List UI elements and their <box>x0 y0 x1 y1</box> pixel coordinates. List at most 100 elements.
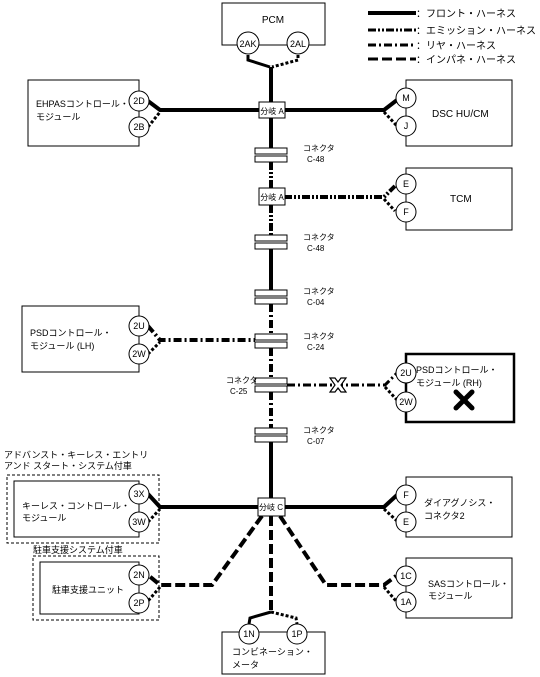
keyless-module: キーレス・コントロール・ モジュール 3X 3W <box>13 480 150 538</box>
sas-pin-1c-label: 1C <box>400 571 412 581</box>
wire-psdlh-2w <box>146 340 162 356</box>
wire-parking-2n <box>146 514 264 587</box>
wire-combo-1n <box>247 610 272 625</box>
sas-pin-1a <box>395 591 417 613</box>
connector-c07-label-2: C-07 <box>307 437 325 446</box>
psd-rh-label-1: PSDコントロール・ <box>416 365 498 375</box>
splice-c: 分岐 C <box>257 497 286 517</box>
wire-sas-1a <box>382 586 398 602</box>
psd-lh-pin-2w <box>128 343 150 365</box>
psd-rh-pin-2u-label: 2U <box>400 368 412 378</box>
combo-pin-1n <box>238 623 260 645</box>
diag-module: ダイアグノシス・ コネクタ2 F E <box>395 476 513 538</box>
psd-lh-label-1: PSDコントロール・ <box>30 328 112 338</box>
wire-ehpas-2b <box>146 111 162 128</box>
ehpas-module: EHPASコントロール・ モジュール 2D 2B <box>27 79 150 147</box>
keyless-pin-3x-label: 3X <box>133 489 144 499</box>
wire-diag-f <box>284 493 399 509</box>
psd-lh-pin-2u-label: 2U <box>133 321 145 331</box>
sas-module: SASコントロール・ モジュール 1C 1A <box>395 557 513 619</box>
wire-pcm-2ak <box>246 55 271 69</box>
wire-psdrh-2u <box>287 371 399 387</box>
tcm-label: TCM <box>450 194 472 205</box>
parking-pin-2p-label: 2P <box>133 598 144 608</box>
pcm-label: PCM <box>262 15 284 26</box>
combo-pin-1p-label: 1P <box>291 629 302 639</box>
wire-sas-1c <box>278 514 398 587</box>
connector-c48b: コネクタ C-48 <box>254 233 335 253</box>
psd-rh-pin-2w <box>395 391 417 413</box>
combo-pin-1n-label: 1N <box>243 629 255 639</box>
parking-pin-2n-label: 2N <box>133 570 145 580</box>
wire-diag-e <box>382 507 399 523</box>
splice-a2-label: 分岐 A <box>260 192 284 202</box>
tcm-pin-f-label: F <box>403 207 409 217</box>
legend: ：フロント・ハーネス ：エミッション・ハーネス ：リヤ・ハーネス ：インパネ・ハ… <box>368 8 536 66</box>
parking-pin-2n <box>128 564 150 586</box>
ehpas-pin-2d <box>128 90 150 112</box>
wire-ehpas-2d <box>146 99 260 112</box>
connector-c04-label-2: C-04 <box>307 298 325 307</box>
psd-lh-pin-2u <box>128 315 150 337</box>
tcm-pin-e-label: E <box>403 179 409 189</box>
keyless-group-label-2: アンド スタート・システム付車 <box>4 460 132 471</box>
wire-psdlh-2u <box>146 324 255 342</box>
diag-pin-f <box>395 484 417 506</box>
psd-lh-label-2: モジュール (LH) <box>30 341 94 351</box>
keyless-pin-3w <box>128 511 150 533</box>
pcm-module: PCM 2AK 2AL <box>221 2 326 55</box>
keyless-label-2: モジュール <box>22 513 66 523</box>
diag-label-1: ダイアグノシス・ <box>424 497 495 508</box>
psd-rh-pin-2u <box>395 362 417 384</box>
psd-rh-pin-2w-label: 2W <box>399 397 413 407</box>
dsc-pin-m <box>395 87 417 109</box>
keyless-pin-3w-label: 3W <box>132 517 146 527</box>
connector-c24-label-1: コネクタ <box>303 332 335 341</box>
pcm-pin-2al <box>286 31 310 55</box>
parking-label: 駐車支援ユニット <box>52 584 124 595</box>
wire-psdrh-2w <box>383 385 399 402</box>
splice-c-label: 分岐 C <box>259 502 283 512</box>
harness-wires <box>146 55 399 625</box>
psd-lh-pin-2w-label: 2W <box>132 349 146 359</box>
dsc-pin-j-label: J <box>404 121 409 131</box>
keyless-group-label-1: アドバンスト・キーレス・エントリ <box>4 450 148 460</box>
connector-c48a: コネクタ C-48 <box>254 144 335 164</box>
psd-lh-module: PSDコントロール・ モジュール (LH) 2U 2W <box>21 305 150 373</box>
diag-pin-e <box>395 511 417 533</box>
connector-c48a-label-1: コネクタ <box>303 144 335 153</box>
dsc-label: DSC HU/CM <box>432 109 489 120</box>
combo-meter-module: コンビネーション・ メータ 1N 1P <box>221 623 326 675</box>
legend-instpanel-label: ：インパネ・ハーネス <box>416 54 516 66</box>
connector-c25: コネクタ C-25 <box>226 376 288 396</box>
open-circuit-icon <box>328 377 348 393</box>
parking-group-label: 駐車支援システム付車 <box>33 544 123 555</box>
sas-label-1: SASコントロール・ <box>428 579 509 589</box>
connector-c04-label-1: コネクタ <box>303 287 335 296</box>
legend-rear-label: ：リヤ・ハーネス <box>416 40 496 52</box>
dsc-pin-m-label: M <box>402 93 410 103</box>
keyless-pin-3x <box>128 483 150 505</box>
combo-label-2: メータ <box>232 660 259 670</box>
dsc-pin-j <box>395 115 417 137</box>
combo-pin-1p <box>286 623 308 645</box>
pcm-pin-2ak <box>236 31 260 55</box>
psd-rh-module: PSDコントロール・ モジュール (RH) 2U 2W <box>395 352 516 424</box>
fault-cross-icon <box>453 389 475 411</box>
tcm-pin-e <box>395 173 417 195</box>
legend-emission-label: ：エミッション・ハーネス <box>416 25 536 37</box>
sas-pin-1c <box>395 565 417 587</box>
wire-dsc-m <box>284 98 399 112</box>
combo-label-1: コンビネーション・ <box>232 647 313 657</box>
ehpas-pin-2d-label: 2D <box>133 96 145 106</box>
sas-label-2: モジュール <box>428 591 472 601</box>
tcm-pin-f <box>395 201 417 223</box>
connector-c48b-label-1: コネクタ <box>303 233 335 242</box>
wire-keyless-3x <box>146 492 258 509</box>
wire-parking-2p <box>146 586 162 602</box>
ehpas-label-2: モジュール <box>36 112 80 122</box>
diag-pin-e-label: E <box>403 517 409 527</box>
wire-combo-1p <box>270 610 299 625</box>
legend-front-label: ：フロント・ハーネス <box>416 8 516 20</box>
